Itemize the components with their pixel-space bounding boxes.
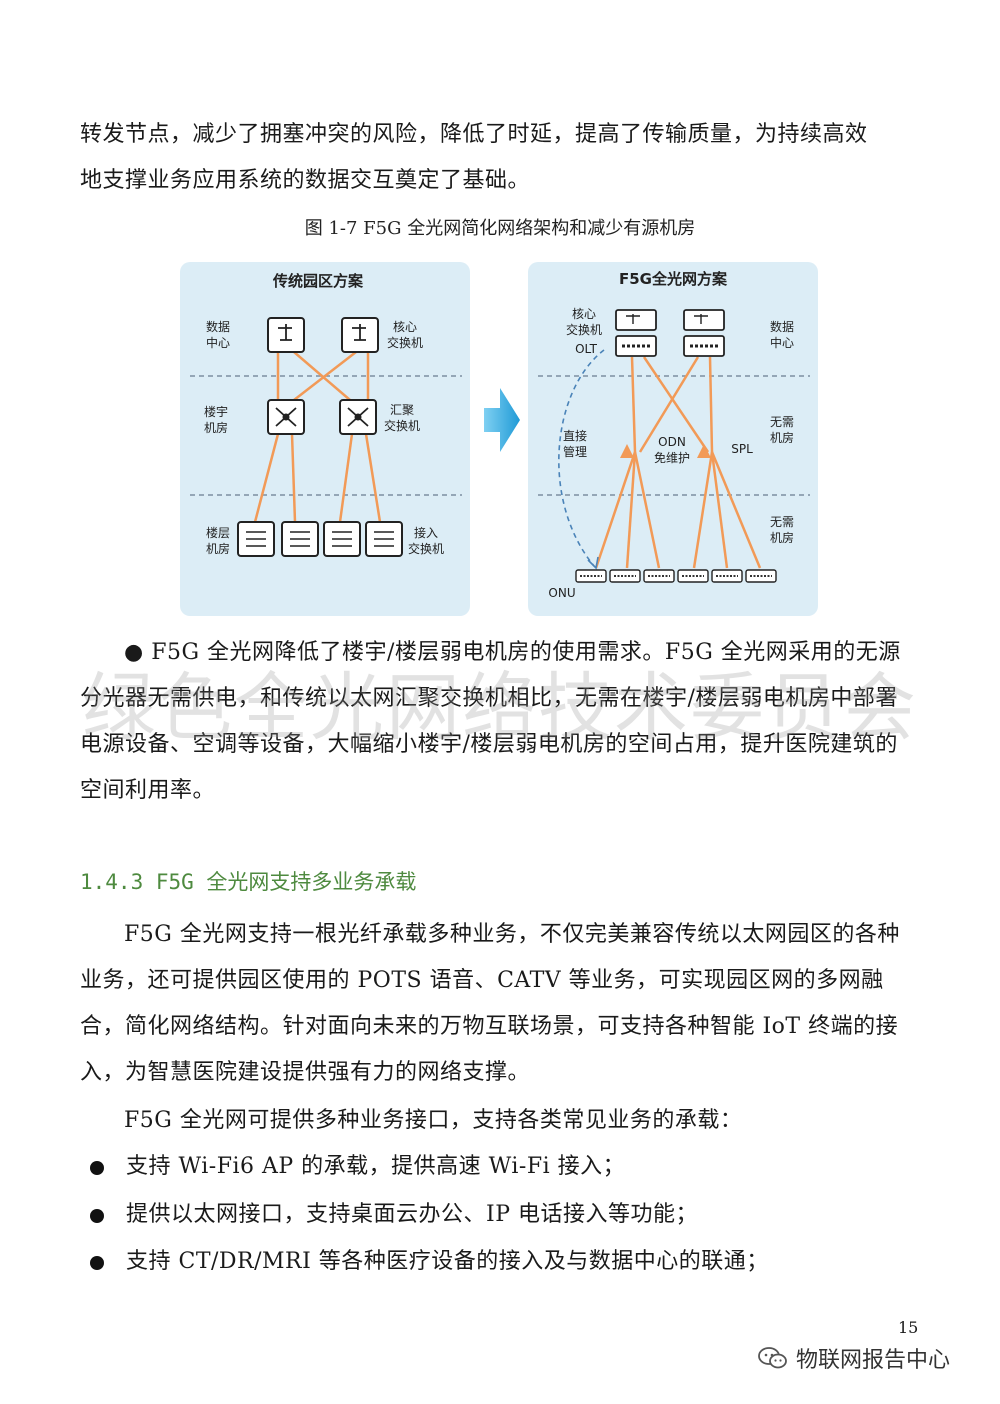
left-agg-switch-2 — [339, 399, 377, 435]
olt-core-2 — [683, 309, 725, 357]
label-datacenter-2: 中心 — [206, 335, 230, 350]
list-item: 支持 CT/DR/MRI 等各种医疗设备的接入及与数据中心的联通； — [90, 1239, 769, 1285]
right-links — [594, 356, 762, 569]
wechat-icon — [758, 1347, 787, 1369]
direct-manage-path — [558, 349, 605, 567]
r-label-olt: OLT — [575, 342, 597, 356]
figure-caption: 图 1-7 F5G 全光网简化网络架构和减少有源机房 — [304, 218, 696, 239]
left-access-switches — [237, 521, 403, 557]
left-agg-switch-1 — [267, 399, 305, 435]
list-item: 提供以太网接口，支持桌面云办公、IP 电话接入等功能； — [90, 1192, 698, 1238]
olt-core-1 — [615, 309, 657, 357]
list-item-text: 提供以太网接口，支持桌面云办公、IP 电话接入等功能； — [126, 1202, 698, 1227]
left-panel-title: 传统园区方案 — [272, 272, 364, 290]
footer-brand: 物联网报告中心 — [758, 1342, 950, 1374]
r-label-no-room-1a: 无需 — [770, 415, 794, 429]
footer-brand-text: 物联网报告中心 — [796, 1348, 951, 1373]
label-floor-room-2: 机房 — [206, 541, 230, 556]
bullet-paragraph-f5g-rooms: ● F5G 全光网降低了楼宇/楼层弱电机房的使用需求。F5G 全光网采用的无源分… — [80, 640, 901, 803]
bullet-icon — [90, 1256, 104, 1270]
section-heading: 1.4.3 F5G 全光网支持多业务承载 — [80, 870, 417, 894]
r-label-direct-manage-1: 直接 — [563, 428, 587, 443]
label-building-room-1: 楼宇 — [204, 404, 228, 419]
label-access-switch-1: 接入 — [414, 525, 438, 540]
r-label-datacenter-1: 数据 — [770, 319, 794, 334]
para1-line2: 地支撑业务应用系统的数据交互奠定了基础。 — [80, 168, 531, 193]
network-architecture-diagram: 传统园区方案 数据 — [180, 262, 818, 616]
splitter-2-icon — [697, 444, 711, 458]
label-agg-switch-1: 汇聚 — [390, 403, 414, 417]
r-label-spl: SPL — [731, 442, 753, 456]
list-item: 支持 Wi-Fi6 AP 的承载，提供高速 Wi-Fi 接入； — [90, 1144, 626, 1190]
onu-devices — [575, 569, 777, 583]
r-label-core-switch-1: 核心 — [572, 307, 596, 321]
left-links — [253, 351, 382, 523]
r-label-odn-2: 免维护 — [654, 450, 690, 465]
r-label-odn-1: ODN — [658, 435, 686, 449]
label-core-switch-1: 核心 — [393, 320, 417, 334]
r-label-no-room-2b: 机房 — [770, 530, 794, 545]
r-label-direct-manage-2: 管理 — [563, 444, 587, 459]
bullet-icon — [90, 1209, 104, 1223]
paragraph-multiservice: F5G 全光网支持一根光纤承载多种业务，不仅完美兼容传统以太网园区的各种业务，还… — [80, 922, 900, 1085]
left-core-switch-2 — [341, 317, 379, 353]
list-item-text: 支持 CT/DR/MRI 等各种医疗设备的接入及与数据中心的联通； — [126, 1249, 769, 1274]
f5g-panel — [528, 262, 818, 616]
para1-line1: 转发节点，减少了拥塞冲突的风险，降低了时延，提高了传输质量，为持续高效 — [80, 122, 868, 147]
label-building-room-2: 机房 — [204, 420, 228, 435]
transition-arrow-icon — [484, 388, 520, 452]
label-floor-room-1: 楼层 — [206, 525, 230, 540]
paragraph-continuation: 转发节点，减少了拥塞冲突的风险，降低了时延，提高了传输质量，为持续高效 地支撑业… — [80, 112, 920, 204]
splitter-1-icon — [620, 444, 634, 458]
r-label-no-room-2a: 无需 — [770, 515, 794, 529]
left-core-switch-1 — [267, 317, 305, 353]
r-label-datacenter-2: 中心 — [770, 335, 794, 350]
direct-manage-arrowhead-icon — [587, 556, 599, 570]
label-core-switch-2: 交换机 — [387, 335, 423, 350]
label-access-switch-2: 交换机 — [408, 541, 444, 556]
r-label-no-room-1b: 机房 — [770, 430, 794, 445]
label-datacenter-1: 数据 — [206, 319, 230, 334]
bullet-icon — [90, 1161, 104, 1175]
r-label-onu: ONU — [548, 586, 575, 600]
paragraph-interfaces: F5G 全光网可提供多种业务接口，支持各类常见业务的承载： — [124, 1108, 743, 1133]
traditional-panel — [180, 262, 470, 616]
right-panel-title: F5G全光网方案 — [619, 270, 728, 288]
page-number: 15 — [898, 1318, 919, 1337]
list-item-text: 支持 Wi-Fi6 AP 的承载，提供高速 Wi-Fi 接入； — [126, 1154, 626, 1179]
label-agg-switch-2: 交换机 — [384, 418, 420, 433]
r-label-core-switch-2: 交换机 — [566, 322, 602, 337]
